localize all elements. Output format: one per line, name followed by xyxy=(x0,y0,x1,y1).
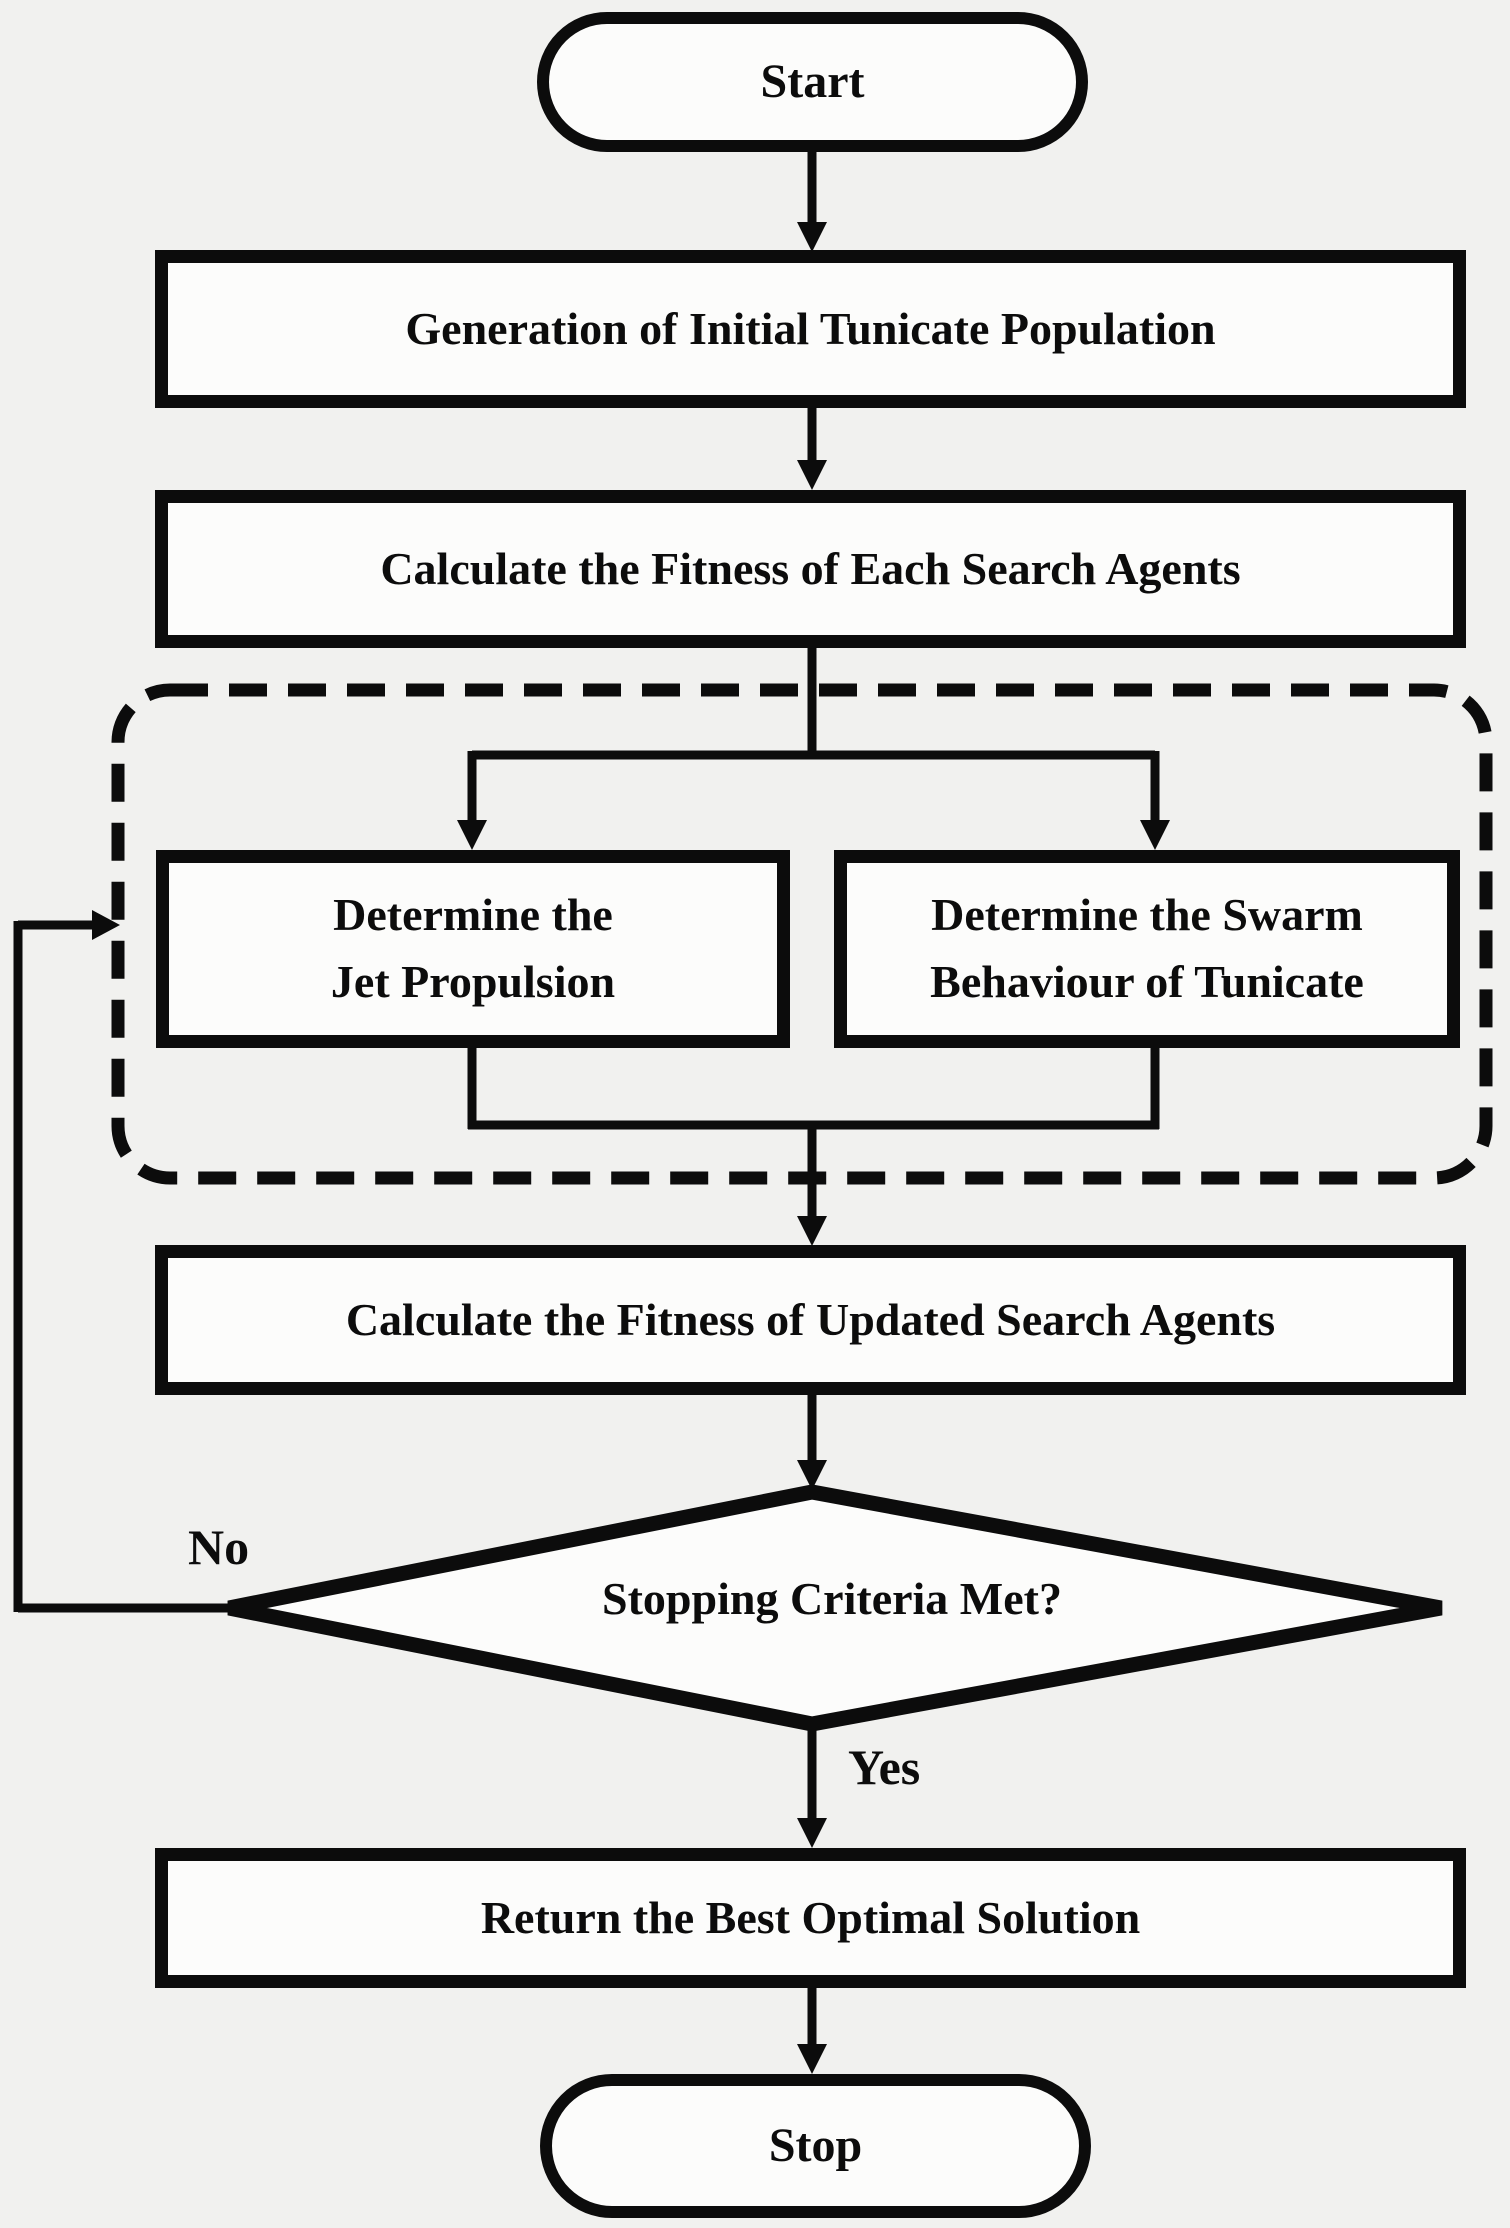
node-return-best: Return the Best Optimal Solution xyxy=(155,1848,1466,1988)
node-stop: Stop xyxy=(540,2074,1091,2218)
arrowhead-split-swarm-behaviour xyxy=(1140,820,1170,850)
arrowhead-stopping-return-best xyxy=(797,1818,827,1848)
node-fitness-updated: Calculate the Fitness of Updated Search … xyxy=(155,1245,1466,1395)
node-stopping-label: Stopping Criteria Met? xyxy=(602,1573,1062,1624)
arrowhead-fitness-updated-stopping xyxy=(797,1460,827,1490)
node-jet-propulsion-line2: Jet Propulsion xyxy=(330,956,616,1007)
arrowhead-merge-fitness-updated xyxy=(797,1216,827,1246)
edge-label-no: No xyxy=(188,1519,250,1575)
node-generation-label: Generation of Initial Tunicate Populatio… xyxy=(405,302,1216,354)
node-return-best-label: Return the Best Optimal Solution xyxy=(480,1891,1141,1943)
update-phase-dashed-border xyxy=(111,683,1493,1185)
arrowhead-no-into-group xyxy=(92,910,120,940)
node-fitness-each-label: Calculate the Fitness of Each Search Age… xyxy=(380,542,1241,594)
node-jet-propulsion: Determine the Jet Propulsion xyxy=(156,850,790,1048)
node-fitness-updated-label: Calculate the Fitness of Updated Search … xyxy=(345,1293,1276,1345)
node-swarm-behaviour-line1: Determine the Swarm xyxy=(931,889,1363,941)
node-start: Start xyxy=(537,12,1088,152)
arrowhead-generation-fitness-each xyxy=(797,460,827,490)
node-stop-label: Stop xyxy=(768,2119,863,2173)
node-swarm-behaviour-line2: Behaviour of Tunicate xyxy=(930,956,1364,1007)
node-start-label: Start xyxy=(760,55,865,109)
node-generation: Generation of Initial Tunicate Populatio… xyxy=(155,250,1466,408)
edge-label-yes: Yes xyxy=(848,1739,921,1795)
node-swarm-behaviour: Determine the Swarm Behaviour of Tunicat… xyxy=(834,850,1460,1048)
arrowhead-split-jet-propulsion xyxy=(457,820,487,850)
node-jet-propulsion-line1: Determine the xyxy=(333,889,613,941)
node-fitness-each: Calculate the Fitness of Each Search Age… xyxy=(155,490,1466,648)
arrowhead-start-generation xyxy=(797,222,827,252)
arrowhead-return-best-stop xyxy=(797,2044,827,2074)
